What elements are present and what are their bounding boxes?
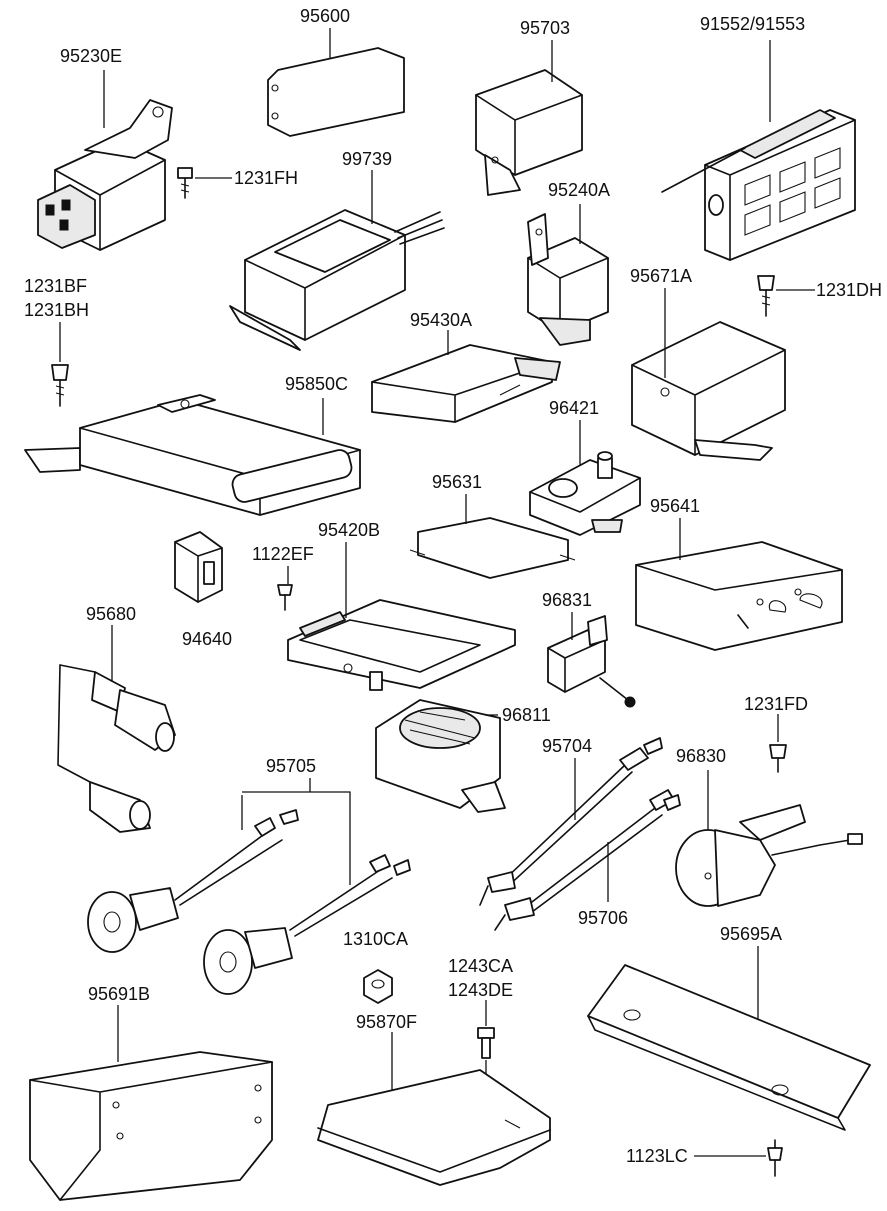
part-95680-sensor-drawing <box>57 664 176 833</box>
label-95705: 95705 <box>266 756 316 776</box>
part-1231fd-screw-drawing <box>769 744 787 773</box>
part-96811-buzzer-drawing <box>375 699 506 813</box>
part-95230e-relay-drawing <box>37 99 173 251</box>
label-95680: 95680 <box>86 604 136 624</box>
part-95641-box-drawing <box>635 541 843 651</box>
label-95420b: 95420B <box>318 520 380 540</box>
label-1243de: 1243DE <box>448 980 513 1000</box>
label-96421: 96421 <box>549 398 599 418</box>
label-99739: 99739 <box>342 149 392 169</box>
part-95631-plate-drawing <box>409 517 576 579</box>
part-1310ca-nut-drawing <box>363 969 393 1004</box>
label-95691b: 95691B <box>88 984 150 1004</box>
part-1122ef-screw-drawing <box>277 584 293 611</box>
part-99739-module-drawing <box>229 209 445 351</box>
part-95705-sensor-right-drawing <box>203 854 411 995</box>
part-91552-fuse-box-drawing <box>661 109 856 261</box>
label-95850c: 95850C <box>285 374 348 394</box>
label-95641: 95641 <box>650 496 700 516</box>
label-1231dh: 1231DH <box>816 280 882 300</box>
label-95240a: 95240A <box>548 180 610 200</box>
leader-95705 <box>241 778 351 885</box>
part-94640-relay-drawing <box>174 531 223 603</box>
part-95705-sensor-left-drawing <box>87 809 299 953</box>
label-94640: 94640 <box>182 629 232 649</box>
part-95420b-bracket-drawing <box>287 599 516 691</box>
label-95706: 95706 <box>578 908 628 928</box>
label-1231fh: 1231FH <box>234 168 298 188</box>
part-95671a-box-drawing <box>631 321 786 461</box>
part-1231bf-screw-drawing <box>51 364 69 407</box>
part-96830-horn-drawing <box>675 804 863 907</box>
part-95706-sensor-drawing <box>494 789 681 931</box>
label-95703: 95703 <box>520 18 570 38</box>
label-96830: 96830 <box>676 746 726 766</box>
label-1231fd: 1231FD <box>744 694 808 714</box>
part-95430a-unit-drawing <box>371 344 561 423</box>
label-91552-91553: 91552/91553 <box>700 14 805 34</box>
label-95695a: 95695A <box>720 924 782 944</box>
part-1231dh-screw-drawing <box>757 275 775 317</box>
label-1243ca: 1243CA <box>448 956 513 976</box>
label-96811: 96811 <box>502 705 551 725</box>
label-95230e: 95230E <box>60 46 122 66</box>
part-95695a-bracket-drawing <box>587 964 871 1131</box>
part-95850c-ecu-drawing <box>24 394 361 516</box>
part-1243ca-bolt-drawing <box>477 1027 495 1059</box>
label-95600: 95600 <box>300 6 350 26</box>
part-96831-unit-drawing <box>547 615 636 708</box>
label-95430a: 95430A <box>410 310 472 330</box>
label-1310ca: 1310CA <box>343 929 408 949</box>
label-1123lc: 1123LC <box>626 1146 688 1166</box>
part-96421-terminal-drawing <box>529 451 641 536</box>
part-95691b-cover-drawing <box>29 1051 273 1201</box>
part-1231fh-screw-drawing <box>177 167 193 199</box>
part-95703-relay-drawing <box>475 69 583 196</box>
part-95704-sensor-drawing <box>479 737 663 906</box>
label-95870f: 95870F <box>356 1012 417 1032</box>
label-95671a: 95671A <box>630 266 692 286</box>
label-1231bf: 1231BF <box>24 276 87 296</box>
part-1123lc-screw-drawing <box>767 1139 783 1177</box>
label-95631: 95631 <box>432 472 482 492</box>
label-1122ef: 1122EF <box>252 544 314 564</box>
part-95240a-relay-drawing <box>527 213 609 346</box>
part-95600-plate-drawing <box>267 47 405 137</box>
label-1231bh: 1231BH <box>24 300 89 320</box>
label-96831: 96831 <box>542 590 592 610</box>
label-95704: 95704 <box>542 736 592 756</box>
part-95870f-plate-drawing <box>317 1069 551 1186</box>
